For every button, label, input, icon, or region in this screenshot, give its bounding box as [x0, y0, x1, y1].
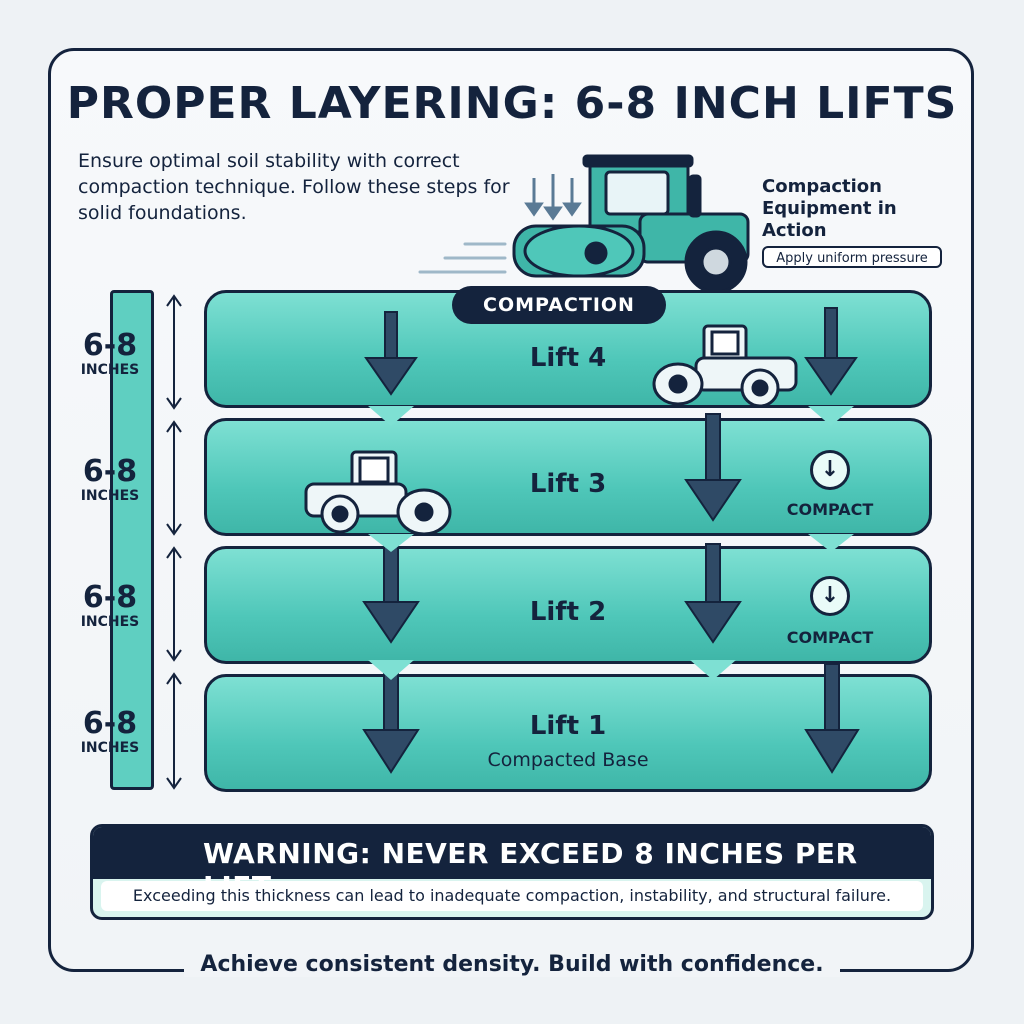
- lift-label: Lift 3: [529, 469, 607, 499]
- thickness-ruler: [110, 290, 154, 790]
- lift-label: Lift 4: [529, 343, 607, 373]
- warning-box: WARNING: NEVER EXCEED 8 INCHES PER LIFT …: [90, 824, 934, 920]
- pressure-arrows-icon: [524, 174, 582, 221]
- arrow-down-circle-icon: ↓: [810, 576, 850, 616]
- page-title: PROPER LAYERING: 6-8 INCH LIFTS: [66, 78, 958, 129]
- dimension-arrows-icon: [166, 294, 182, 790]
- lift-sublabel: Compacted Base: [487, 749, 649, 771]
- compact-label: COMPACT: [786, 500, 874, 519]
- footer-tagline: Achieve consistent density. Build with c…: [184, 952, 840, 977]
- road-roller-icon: [512, 154, 750, 294]
- pressure-badge: Apply uniform pressure: [762, 246, 942, 268]
- lift-label: Lift 1: [529, 711, 607, 741]
- flow-funnel: [368, 406, 854, 680]
- lift-2-layer: Lift 2: [204, 546, 932, 664]
- warning-body: Exceeding this thickness can lead to ina…: [101, 881, 923, 911]
- warning-header: [93, 827, 931, 879]
- equipment-caption: Compaction Equipment in Action: [762, 176, 897, 241]
- intro-text: Ensure optimal soil stability with corre…: [78, 150, 510, 224]
- motion-lines: [418, 242, 507, 274]
- arrow-down-circle-icon: ↓: [810, 450, 850, 490]
- compaction-pill: COMPACTION: [452, 286, 666, 324]
- small-roller-icon: [652, 324, 798, 408]
- down-arrow-icon: [362, 307, 860, 774]
- warning-title: WARNING: NEVER EXCEED 8 INCHES PER LIFT: [203, 837, 858, 903]
- small-roller-icon: [304, 450, 452, 536]
- footer: Achieve consistent density. Build with c…: [0, 952, 1024, 977]
- compact-label: COMPACT: [786, 628, 874, 647]
- lift-label: Lift 2: [529, 597, 607, 627]
